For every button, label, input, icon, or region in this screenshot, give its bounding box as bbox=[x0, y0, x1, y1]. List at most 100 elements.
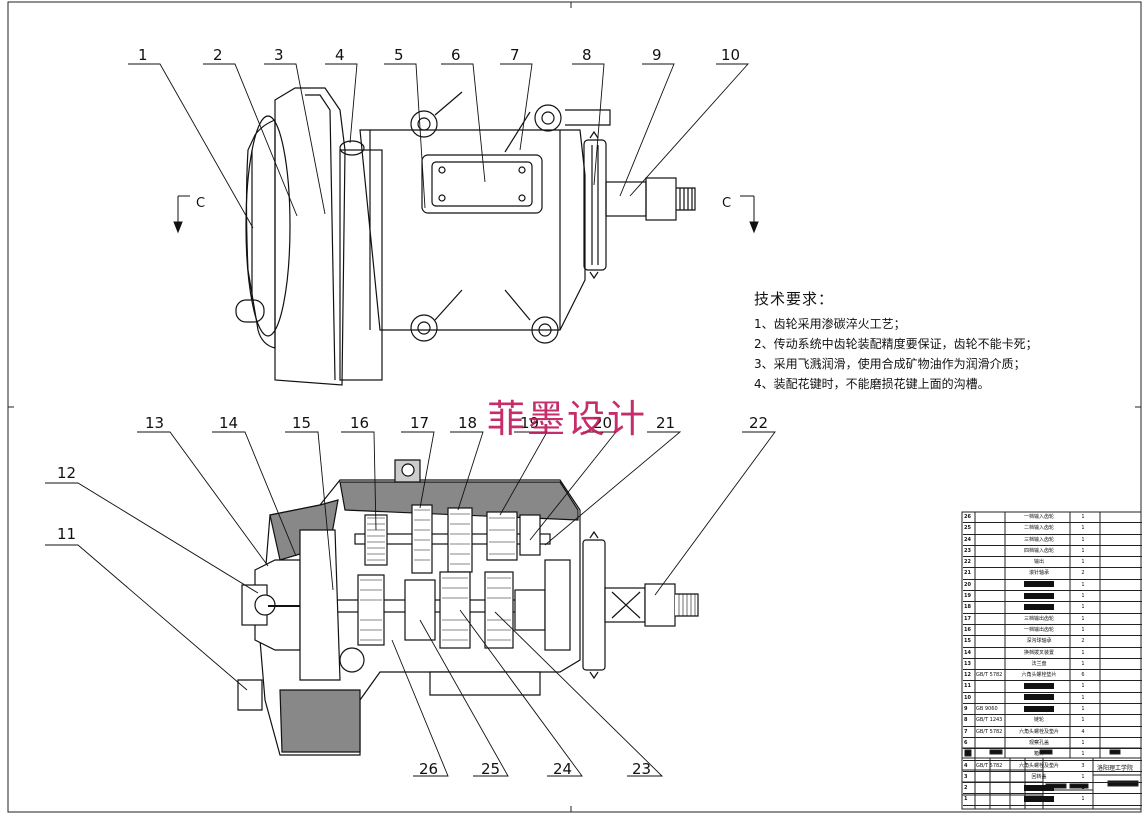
parts-list-no: 1 bbox=[964, 796, 968, 803]
part-number: 18 bbox=[458, 414, 477, 432]
part-number: 7 bbox=[510, 46, 520, 64]
part-number: 2 bbox=[213, 46, 223, 64]
parts-list-qty: 1 bbox=[1081, 525, 1085, 532]
parts-list-row: 10 1 bbox=[963, 693, 1142, 705]
parts-list-name: 四档输入齿轮 bbox=[1023, 547, 1054, 554]
parts-list-qty: 1 bbox=[1081, 706, 1085, 713]
parts-list-name: 链轮 bbox=[1033, 717, 1044, 724]
parts-list-name bbox=[1008, 602, 1070, 612]
parts-list-name: 输出 bbox=[1033, 559, 1044, 566]
parts-list-row: 18 1 bbox=[963, 602, 1142, 614]
parts-list-qty: 1 bbox=[1081, 796, 1085, 803]
parts-list-name: 回转盖 bbox=[1031, 773, 1047, 780]
section-mark-right: C bbox=[722, 196, 731, 211]
tech-requirements-title: 技术要求： bbox=[754, 290, 835, 308]
parts-list-no: 19 bbox=[964, 593, 971, 600]
parts-list-name: 箱体 bbox=[1033, 751, 1044, 758]
parts-list-no: 6 bbox=[964, 739, 968, 746]
parts-list-no: 15 bbox=[964, 638, 971, 645]
parts-list-code: GB/T 1243 bbox=[976, 717, 1003, 724]
part-numbers-bottom: 11 12 13 14 15 16 17 18 19 20 21 22 23 2… bbox=[57, 414, 768, 778]
parts-list-qty: 1 bbox=[1081, 581, 1085, 588]
part-numbers-top: 1 2 3 4 5 6 7 8 9 10 bbox=[138, 46, 740, 64]
parts-list-name bbox=[1008, 693, 1070, 703]
parts-list-qty: 1 bbox=[1081, 604, 1085, 611]
parts-list-qty: 6 bbox=[1081, 672, 1085, 679]
parts-list-no: 10 bbox=[964, 694, 971, 701]
parts-list-no: 20 bbox=[964, 581, 971, 588]
part-number: 22 bbox=[749, 414, 768, 432]
exterior-view bbox=[235, 87, 696, 386]
parts-list-no: 12 bbox=[964, 672, 971, 679]
parts-list-no: 11 bbox=[964, 683, 971, 690]
parts-list-qty: 1 bbox=[1081, 615, 1085, 622]
part-number: 4 bbox=[335, 46, 345, 64]
parts-list-name: 三档输出齿轮 bbox=[1023, 615, 1054, 622]
parts-list-qty: 1 bbox=[1081, 785, 1085, 792]
school-name: 洛阳理工学院 bbox=[1097, 765, 1134, 772]
parts-list-no: 18 bbox=[964, 604, 971, 611]
tech-requirement-1: 1、齿轮采用渗碳淬火工艺； bbox=[754, 317, 906, 331]
parts-list-code: GB 9060 bbox=[976, 706, 998, 713]
parts-list-qty: 1 bbox=[1081, 739, 1085, 746]
part-number: 11 bbox=[57, 525, 76, 543]
parts-list-qty: 2 bbox=[1081, 570, 1085, 577]
part-number: 5 bbox=[394, 46, 404, 64]
parts-list-no: 26 bbox=[964, 514, 971, 520]
parts-list-name bbox=[1008, 681, 1070, 691]
parts-list-qty: 1 bbox=[1081, 547, 1085, 554]
part-number: 6 bbox=[451, 46, 461, 64]
parts-list-qty: 1 bbox=[1081, 694, 1085, 701]
parts-list-no: 25 bbox=[964, 525, 971, 532]
part-number: 14 bbox=[219, 414, 238, 432]
parts-list-name bbox=[1008, 704, 1070, 714]
parts-list-name bbox=[1008, 794, 1070, 804]
parts-list-qty: 2 bbox=[1081, 638, 1085, 645]
parts-list-no: 13 bbox=[964, 660, 971, 667]
parts-list-qty: 1 bbox=[1081, 626, 1085, 633]
parts-list-qty: 1 bbox=[1081, 536, 1085, 543]
section-view bbox=[237, 459, 699, 756]
parts-list-no: 21 bbox=[964, 570, 971, 577]
parts-list-qty: 4 bbox=[1081, 728, 1085, 735]
tech-requirement-4: 4、装配花键时，不能磨损花键上面的沟槽。 bbox=[754, 377, 990, 391]
parts-list-row: 20 1 bbox=[963, 580, 1142, 592]
part-number: 17 bbox=[410, 414, 429, 432]
parts-list-no: 24 bbox=[964, 536, 971, 543]
parts-list-no: 2 bbox=[964, 785, 968, 792]
part-number: 20 bbox=[593, 414, 612, 432]
parts-list-no: 5 bbox=[964, 751, 968, 758]
parts-list-qty: 1 bbox=[1081, 593, 1085, 600]
parts-list-no: 17 bbox=[964, 615, 971, 622]
parts-list-name: 换档拨叉装置 bbox=[1023, 649, 1054, 656]
part-number: 12 bbox=[57, 464, 76, 482]
part-number: 26 bbox=[419, 760, 438, 778]
parts-list-name: 深沟球轴承 bbox=[1026, 638, 1052, 645]
parts-list-no: 7 bbox=[964, 728, 968, 735]
parts-list-qty: 1 bbox=[1081, 751, 1085, 758]
parts-list-code: GB/T 5782 bbox=[976, 672, 1003, 679]
title-block bbox=[961, 511, 1142, 810]
part-number: 8 bbox=[582, 46, 592, 64]
parts-list-no: 3 bbox=[964, 773, 968, 780]
parts-list-no: 4 bbox=[964, 762, 968, 769]
part-number: 15 bbox=[292, 414, 311, 432]
part-number: 9 bbox=[652, 46, 662, 64]
parts-list-row: 19 1 bbox=[963, 591, 1142, 603]
part-number: 13 bbox=[145, 414, 164, 432]
section-mark-left: C bbox=[196, 196, 205, 211]
watermark: 菲墨设计 bbox=[487, 397, 648, 441]
tech-requirement-3: 3、采用飞溅润滑，使用合成矿物油作为润滑介质； bbox=[754, 357, 1026, 371]
parts-list-row: 17 三档输出齿轮 1 bbox=[963, 614, 1142, 625]
